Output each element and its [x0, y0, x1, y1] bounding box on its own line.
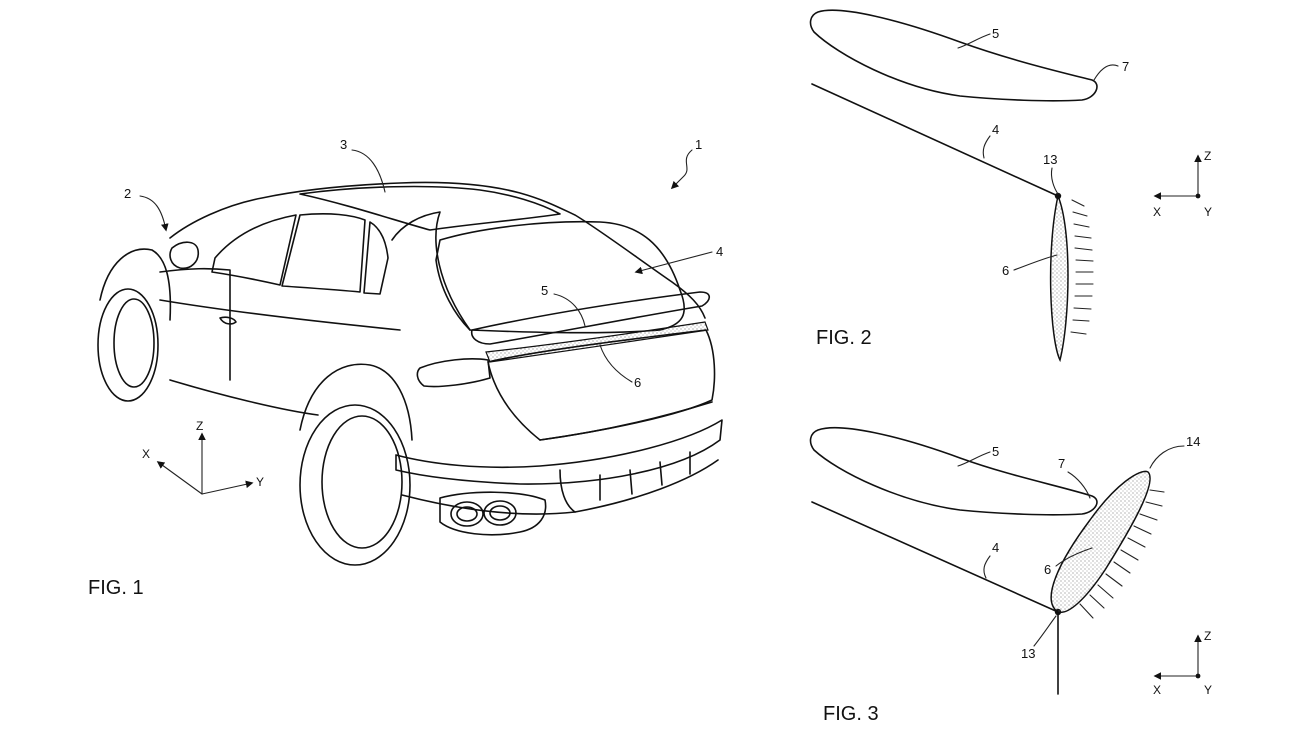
fig1-caption: FIG. 1: [88, 577, 144, 599]
ref-4-fig1: 4: [716, 244, 723, 259]
fig1-axis-triad: Z Y X: [142, 419, 264, 495]
fig3-axis-triad: Z X Y: [1153, 629, 1212, 697]
fig3-drawing: [809, 427, 1165, 695]
ref-7-fig3: 7: [1058, 456, 1065, 471]
ref-4-fig3: 4: [992, 540, 999, 555]
fig1-axis-y-label: Y: [256, 475, 264, 489]
ref-5-fig2: 5: [992, 26, 999, 41]
fig3-axis-y-label: Y: [1204, 683, 1212, 697]
fig2-drawing: [809, 9, 1098, 363]
fig2-axis-y-label: Y: [1204, 205, 1212, 219]
fig2-axis-z-label: Z: [1204, 149, 1211, 163]
ref-13-fig2: 13: [1043, 152, 1057, 167]
fig1-reference-labels: 3 2 1 4 5 6: [124, 137, 723, 390]
fig2-axis-x-label: X: [1153, 205, 1161, 219]
fig3-reference-labels: 5 7 14 4 6 13: [957, 434, 1200, 661]
ref-13-fig3: 13: [1021, 646, 1035, 661]
fig1-axis-x-label: X: [142, 447, 150, 461]
fig3-caption: FIG. 3: [823, 703, 879, 725]
ref-2-fig1: 2: [124, 186, 131, 201]
ref-14-fig3: 14: [1186, 434, 1200, 449]
fig1-vehicle-drawing: [97, 181, 723, 566]
ref-5-fig3: 5: [992, 444, 999, 459]
ref-7-fig2: 7: [1122, 59, 1129, 74]
ref-5-fig1: 5: [541, 283, 548, 298]
fig2-caption: FIG. 2: [816, 327, 872, 349]
fig2-reference-labels: 5 7 4 13 6: [957, 26, 1129, 278]
fig3-axis-x-label: X: [1153, 683, 1161, 697]
fig2-axis-triad: Z X Y: [1153, 149, 1212, 219]
ref-3-fig1: 3: [340, 137, 347, 152]
fig1-axis-z-label: Z: [196, 419, 203, 433]
ref-6-fig3: 6: [1044, 562, 1051, 577]
ref-1-fig1: 1: [695, 137, 702, 152]
ref-4-fig2: 4: [992, 122, 999, 137]
ref-6-fig1: 6: [634, 375, 641, 390]
fig3-axis-z-label: Z: [1204, 629, 1211, 643]
ref-6-fig2: 6: [1002, 263, 1009, 278]
